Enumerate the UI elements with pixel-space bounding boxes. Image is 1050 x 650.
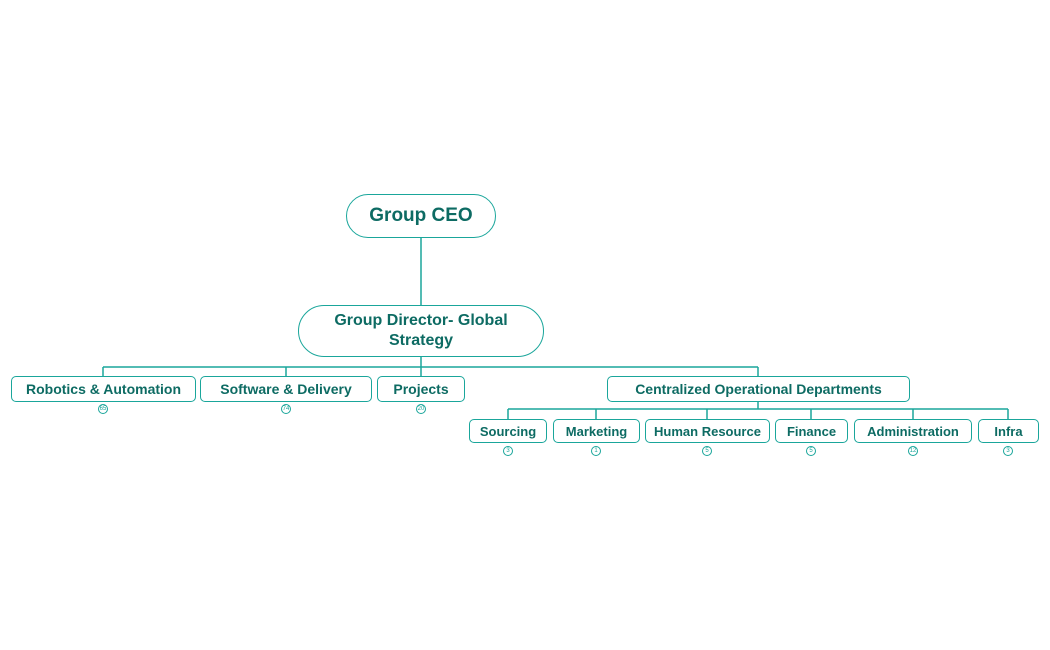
dept-projects[interactable]: Projects	[377, 376, 465, 402]
group-director-label-line2: Strategy	[388, 332, 454, 349]
sub-dept-finance[interactable]: Finance	[775, 419, 848, 443]
sub-dept-administration-label: Administration	[867, 423, 959, 439]
dept-centralized-operational[interactable]: Centralized Operational Departments	[607, 376, 910, 402]
dept-software-delivery[interactable]: Software & Delivery	[200, 376, 372, 402]
sub-dept-human-resource[interactable]: Human Resource	[645, 419, 770, 443]
group-ceo-label: Group CEO	[369, 205, 473, 226]
sub-dept-finance-count-badge: 5	[806, 446, 816, 456]
sub-dept-marketing-count-badge: 1	[591, 446, 601, 456]
sub-dept-sourcing[interactable]: Sourcing	[469, 419, 547, 443]
sub-dept-marketing[interactable]: Marketing	[553, 419, 640, 443]
dept-software-delivery-label: Software & Delivery	[220, 381, 352, 397]
sub-dept-administration[interactable]: Administration	[854, 419, 972, 443]
dept-robotics-automation-label: Robotics & Automation	[25, 381, 182, 397]
dept-centralized-operational-label: Centralized Operational Departments	[635, 381, 882, 397]
sub-dept-infra-count-badge: 3	[1003, 446, 1013, 456]
group-director-label-line1: Group Director- Global	[334, 312, 508, 329]
sub-dept-human-resource-count-badge: 5	[702, 446, 712, 456]
sub-dept-marketing-label: Marketing	[565, 423, 628, 439]
dept-robotics-automation[interactable]: Robotics & Automation	[11, 376, 196, 402]
dept-projects-count-badge: 20	[416, 404, 426, 414]
dept-projects-label: Projects	[393, 381, 449, 397]
sub-dept-human-resource-label: Human Resource	[654, 423, 761, 439]
sub-dept-infra[interactable]: Infra	[978, 419, 1039, 443]
group-ceo-node[interactable]: Group CEO	[346, 194, 496, 238]
sub-dept-finance-label: Finance	[786, 423, 837, 439]
dept-software-delivery-count-badge: 74	[281, 404, 291, 414]
group-director-node[interactable]: Group Director- Global Strategy	[298, 305, 544, 357]
sub-dept-sourcing-count-badge: 3	[503, 446, 513, 456]
sub-dept-sourcing-label: Sourcing	[479, 423, 537, 439]
sub-dept-administration-count-badge: 12	[908, 446, 918, 456]
dept-robotics-automation-count-badge: 65	[98, 404, 108, 414]
sub-dept-infra-label: Infra	[994, 423, 1023, 439]
